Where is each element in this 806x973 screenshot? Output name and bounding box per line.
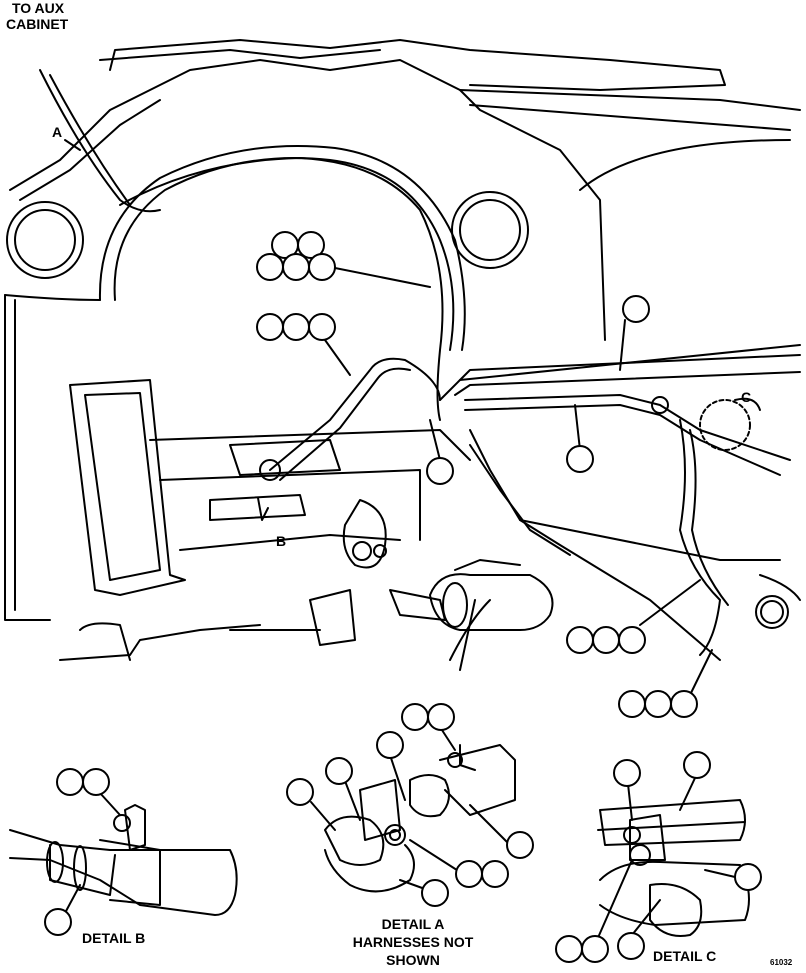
- callout-circle: [618, 626, 646, 654]
- detail-a-title-line1: DETAIL A: [381, 916, 445, 932]
- callout-circle: [308, 253, 336, 281]
- detail-a-marker: A: [52, 124, 63, 140]
- callout-circle: [566, 626, 594, 654]
- callout-circle: [618, 690, 646, 718]
- detail-b-callouts: [44, 768, 110, 936]
- main-callouts: [256, 231, 698, 718]
- detail-b-title: DETAIL B: [82, 930, 146, 946]
- detail-c-callouts: [555, 751, 762, 963]
- callout-circle: [282, 253, 310, 281]
- detail-c-drawing: [596, 777, 750, 941]
- to-aux-label-line2: CABINET: [6, 16, 69, 32]
- detail-a-callouts: [286, 703, 534, 907]
- to-aux-label-line1: TO AUX: [12, 0, 65, 16]
- detail-c-marker: C: [741, 389, 752, 405]
- callout-circle: [644, 690, 672, 718]
- callout-circle: [670, 690, 698, 718]
- detail-b-marker: B: [276, 533, 287, 549]
- callout-circle: [592, 626, 620, 654]
- detail-a-title-line2: HARNESSES NOT: [352, 934, 474, 950]
- callout-circle: [308, 313, 336, 341]
- callout-circle: [566, 445, 594, 473]
- callout-circle: [256, 313, 284, 341]
- callout-circle: [426, 457, 454, 485]
- main-view: [4, 39, 801, 696]
- callout-circle: [622, 295, 650, 323]
- drawing-code: 61032: [770, 958, 793, 967]
- detail-a-drawing: [310, 726, 516, 893]
- detail-b-drawing: [9, 792, 238, 916]
- callout-circle: [297, 231, 325, 259]
- callout-circle: [282, 313, 310, 341]
- detail-c-title: DETAIL C: [653, 948, 717, 964]
- callout-circle: [256, 253, 284, 281]
- detail-a-title-line3: SHOWN: [386, 952, 440, 968]
